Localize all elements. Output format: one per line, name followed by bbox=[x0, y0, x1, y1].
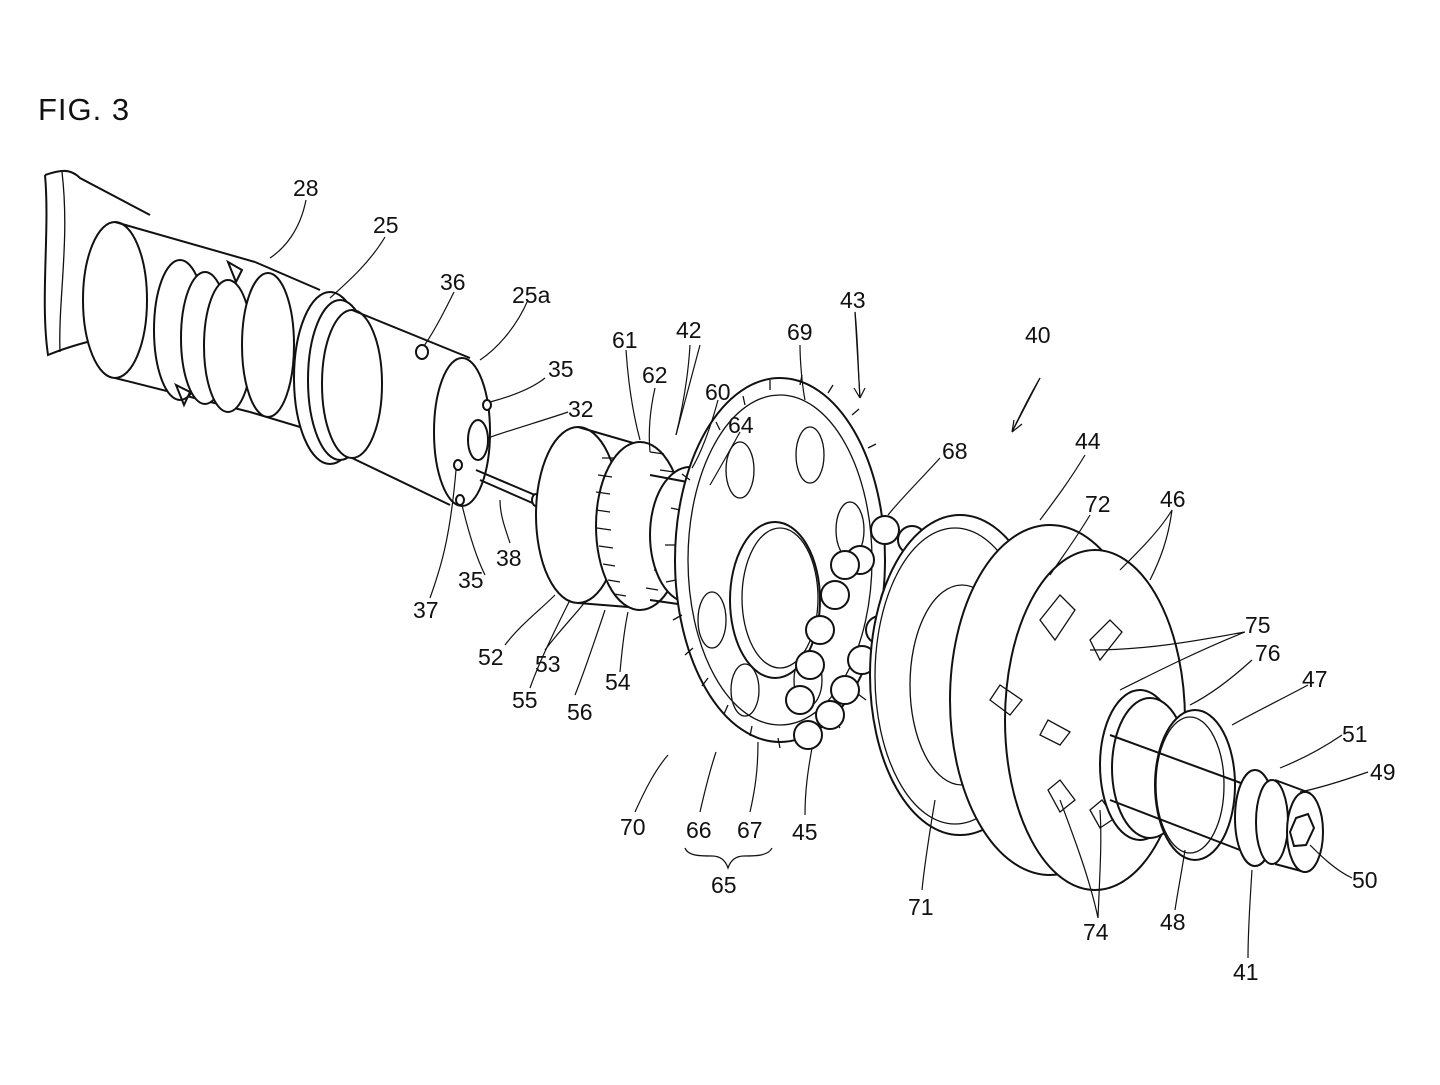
label-37: 37 bbox=[413, 597, 439, 623]
leader-lines bbox=[269, 199, 1369, 959]
label-50: 50 bbox=[1352, 867, 1378, 893]
label-36: 36 bbox=[440, 269, 466, 295]
label-68: 68 bbox=[942, 438, 968, 464]
label-41: 41 bbox=[1233, 959, 1259, 985]
label-62: 62 bbox=[642, 362, 668, 388]
label-43: 43 bbox=[840, 287, 866, 313]
label-44: 44 bbox=[1075, 428, 1101, 454]
label-45: 45 bbox=[792, 819, 818, 845]
figure-title: FIG. 3 bbox=[38, 92, 131, 127]
label-35-bottom: 35 bbox=[458, 567, 484, 593]
label-54: 54 bbox=[605, 669, 631, 695]
label-28: 28 bbox=[293, 175, 319, 201]
label-35-top: 35 bbox=[548, 356, 574, 382]
label-66: 66 bbox=[686, 817, 712, 843]
label-70: 70 bbox=[620, 814, 646, 840]
label-55: 55 bbox=[512, 687, 538, 713]
label-61: 61 bbox=[612, 327, 638, 353]
bolt-and-rings bbox=[1099, 689, 1324, 873]
label-60: 60 bbox=[705, 379, 731, 405]
label-25a: 25a bbox=[512, 282, 551, 308]
housing-outline bbox=[43, 169, 151, 357]
label-72: 72 bbox=[1085, 491, 1111, 517]
label-56: 56 bbox=[567, 699, 593, 725]
label-47: 47 bbox=[1302, 666, 1328, 692]
spring-disks bbox=[949, 524, 1186, 891]
label-49: 49 bbox=[1370, 759, 1396, 785]
label-46: 46 bbox=[1160, 486, 1186, 512]
label-42: 42 bbox=[676, 317, 702, 343]
label-71: 71 bbox=[908, 894, 934, 920]
label-65: 65 bbox=[711, 872, 737, 898]
label-75: 75 bbox=[1245, 612, 1271, 638]
sprocket bbox=[665, 374, 886, 749]
label-38: 38 bbox=[496, 545, 522, 571]
label-25: 25 bbox=[373, 212, 399, 238]
label-48: 48 bbox=[1160, 909, 1186, 935]
label-53: 53 bbox=[535, 651, 561, 677]
label-40: 40 bbox=[1025, 322, 1051, 348]
label-52: 52 bbox=[478, 644, 504, 670]
reference-numerals: 28 25 36 25a 35 32 38 35 37 61 62 42 60 … bbox=[293, 175, 1396, 985]
label-76: 76 bbox=[1255, 640, 1281, 666]
label-74: 74 bbox=[1083, 919, 1109, 945]
label-67: 67 bbox=[737, 817, 763, 843]
camshaft bbox=[82, 221, 541, 507]
label-32: 32 bbox=[568, 396, 594, 422]
label-69: 69 bbox=[787, 319, 813, 345]
label-64: 64 bbox=[728, 412, 754, 438]
label-51: 51 bbox=[1342, 721, 1368, 747]
